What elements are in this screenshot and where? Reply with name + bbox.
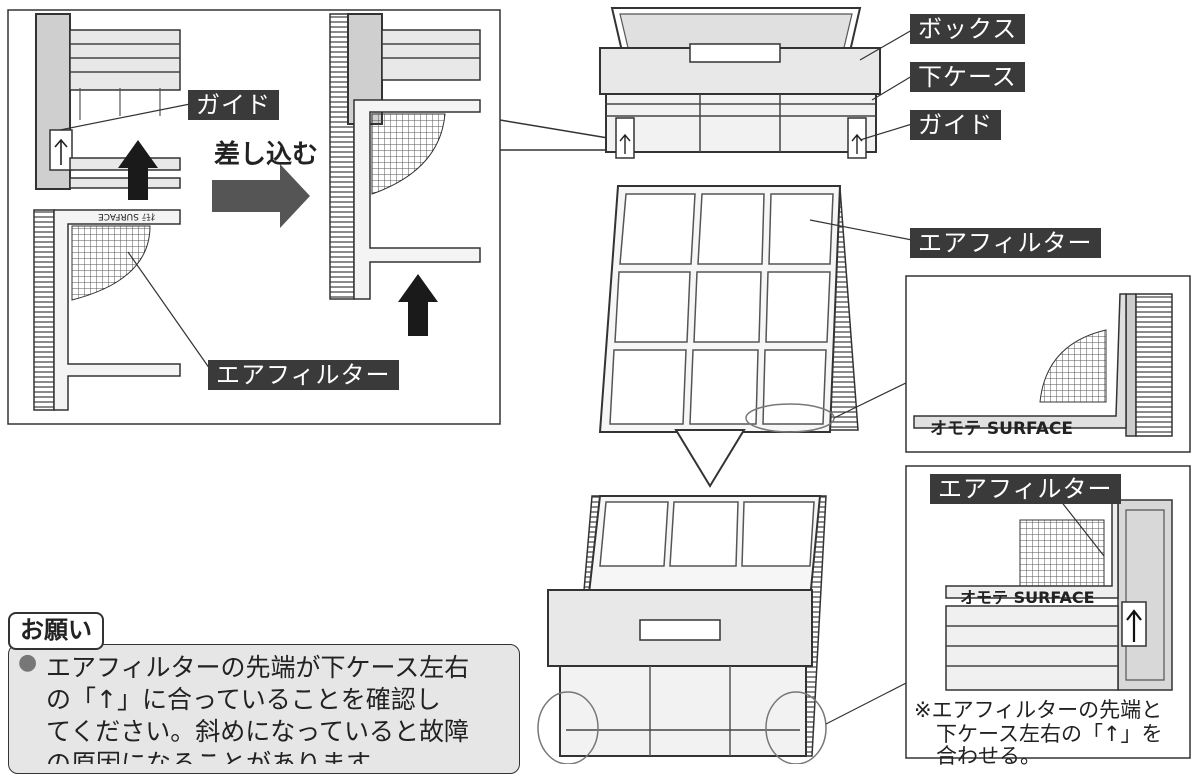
alignment-detail-panel	[905, 465, 1191, 759]
assembled-unit	[537, 495, 913, 764]
inset-right-assembly	[329, 13, 481, 300]
alignment-caption-line2: 下ケース左右の「↑」を	[936, 722, 1163, 746]
alignment-air-filter-label: エアフィルター	[930, 474, 1121, 504]
note-line-4: の原因になることがあります。	[46, 749, 394, 764]
note-box	[8, 644, 520, 774]
note-line-3: てください。斜めになっていると故障	[46, 717, 470, 746]
down-triangle-icon	[674, 429, 746, 488]
up-arrow-icon	[118, 140, 158, 200]
insert-caption: 差し込む	[214, 140, 319, 170]
main-unit	[599, 7, 913, 159]
note-heading-text: お願い	[20, 616, 92, 644]
inset-guide-label: ガイド	[188, 90, 279, 120]
inset-air-filter-label: エアフィルター	[208, 360, 399, 390]
inset-left-filter	[33, 209, 213, 411]
note-line-1: エアフィルターの先端が下ケース左右	[46, 653, 470, 682]
note-line-2: の「↑」に合っていることを確認し	[46, 685, 441, 714]
guide-label: ガイド	[910, 110, 1001, 140]
alignment-caption-line3: 合わせる。	[936, 744, 1041, 768]
surface-label: オモテ SURFACE	[930, 419, 1073, 439]
up-arrow-icon	[398, 274, 438, 336]
air-filter-illustration	[598, 185, 913, 433]
surface-detail-panel	[905, 275, 1191, 453]
note-bullet-icon: ●	[18, 650, 38, 675]
air-filter-label: エアフィルター	[910, 228, 1101, 258]
alignment-caption-line1: ※エアフィルターの先端と	[914, 698, 1163, 722]
lower-case-label: 下ケース	[910, 62, 1025, 92]
filter-surface-mark: ｵﾓﾃ SURFACE	[98, 211, 156, 221]
box-label: ボックス	[910, 14, 1026, 44]
note-heading: お願い	[8, 612, 104, 650]
alignment-surface-label: オモテ SURFACE	[960, 588, 1095, 607]
right-arrow-icon	[212, 164, 310, 228]
